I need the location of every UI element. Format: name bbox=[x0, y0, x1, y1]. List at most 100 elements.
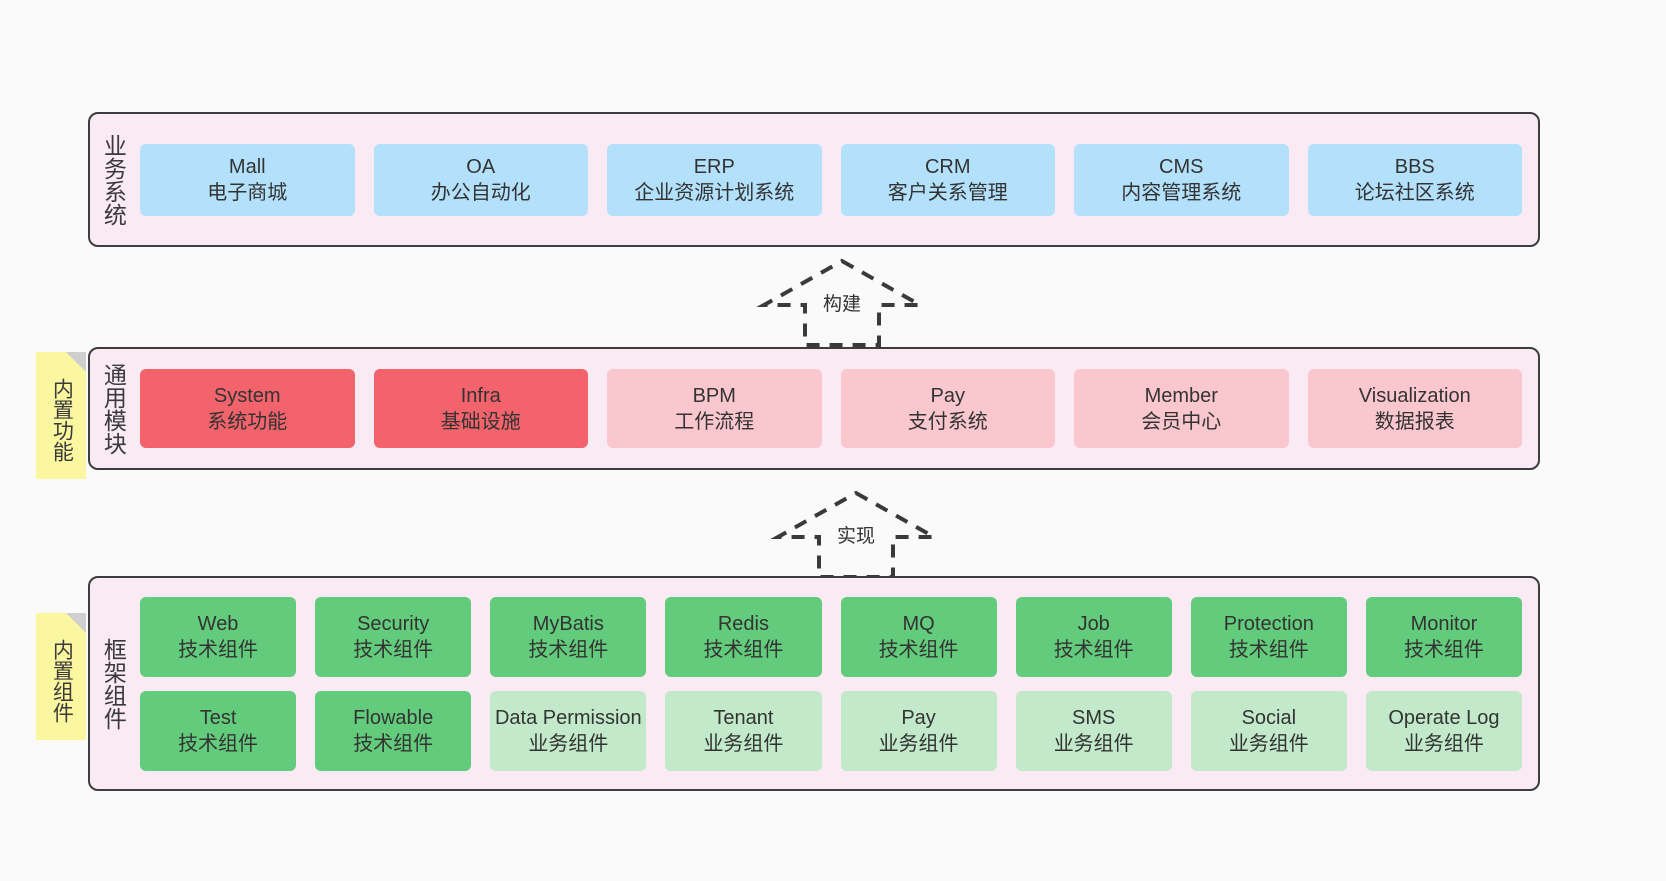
card-subtitle: 系统功能 bbox=[207, 410, 288, 433]
card-pay[interactable]: Pay 支付系统 bbox=[840, 369, 1055, 448]
card-data-permission[interactable]: Data Permission 业务组件 bbox=[490, 690, 647, 771]
card-subtitle: 业务组件 bbox=[1228, 732, 1309, 755]
card-subtitle: 技术组件 bbox=[703, 638, 784, 661]
card-row: Web 技术组件 Security 技术组件 MyBatis 技术组件 Redi… bbox=[140, 596, 1522, 677]
card-subtitle: 技术组件 bbox=[178, 732, 259, 755]
card-title: BPM bbox=[692, 384, 736, 407]
sticky-note-label: 内置组件 bbox=[50, 638, 74, 723]
card-social[interactable]: Social 业务组件 bbox=[1190, 690, 1347, 771]
sticky-note-label: 内置功能 bbox=[50, 377, 74, 462]
card-title: Data Permission bbox=[494, 706, 642, 729]
card-pay-business[interactable]: Pay 业务组件 bbox=[840, 690, 997, 771]
card-web[interactable]: Web 技术组件 bbox=[140, 596, 297, 677]
card-bpm[interactable]: BPM 工作流程 bbox=[607, 369, 822, 448]
card-title: Security bbox=[357, 612, 430, 635]
card-subtitle: 业务组件 bbox=[703, 732, 784, 755]
card-title: Protection bbox=[1223, 612, 1314, 635]
card-subtitle: 业务组件 bbox=[1403, 732, 1484, 755]
card-title: Infra bbox=[460, 384, 501, 407]
card-subtitle: 客户关系管理 bbox=[887, 181, 1008, 204]
card-subtitle: 企业资源计划系统 bbox=[634, 181, 795, 204]
card-subtitle: 支付系统 bbox=[907, 410, 988, 433]
connector-implement-arrow: 实现 bbox=[770, 489, 942, 581]
card-title: Test bbox=[199, 706, 237, 729]
card-subtitle: 技术组件 bbox=[1228, 638, 1309, 661]
card-bbs[interactable]: BBS 论坛社区系统 bbox=[1307, 143, 1522, 216]
card-title: Flowable bbox=[353, 706, 434, 729]
card-title: Visualization bbox=[1358, 384, 1471, 407]
card-row: Test 技术组件 Flowable 技术组件 Data Permission … bbox=[140, 690, 1522, 771]
card-tenant[interactable]: Tenant 业务组件 bbox=[665, 690, 822, 771]
card-title: Operate Log bbox=[1388, 706, 1500, 729]
layer-caption-business-systems: 业务系统 bbox=[100, 133, 127, 226]
card-security[interactable]: Security 技术组件 bbox=[315, 596, 472, 677]
card-mybatis[interactable]: MyBatis 技术组件 bbox=[490, 596, 647, 677]
card-subtitle: 技术组件 bbox=[353, 638, 434, 661]
connector-build-arrow: 构建 bbox=[756, 257, 928, 349]
card-title: Redis bbox=[717, 612, 769, 635]
card-title: Tenant bbox=[713, 706, 774, 729]
card-row: System 系统功能 Infra 基础设施 BPM 工作流程 Pay 支付系统… bbox=[140, 369, 1522, 448]
connector-label: 实现 bbox=[833, 521, 879, 548]
card-subtitle: 内容管理系统 bbox=[1121, 181, 1242, 204]
card-subtitle: 技术组件 bbox=[178, 638, 259, 661]
card-cms[interactable]: CMS 内容管理系统 bbox=[1074, 143, 1289, 216]
card-subtitle: 技术组件 bbox=[528, 638, 609, 661]
card-subtitle: 办公自动化 bbox=[430, 181, 531, 204]
card-subtitle: 业务组件 bbox=[878, 732, 959, 755]
card-subtitle: 论坛社区系统 bbox=[1354, 181, 1475, 204]
card-title: Job bbox=[1077, 612, 1110, 635]
card-redis[interactable]: Redis 技术组件 bbox=[665, 596, 822, 677]
card-title: Social bbox=[1241, 706, 1297, 729]
card-job[interactable]: Job 技术组件 bbox=[1015, 596, 1172, 677]
dashed-hollow-arrow-icon bbox=[756, 258, 928, 347]
card-crm[interactable]: CRM 客户关系管理 bbox=[840, 143, 1055, 216]
card-subtitle: 基础设施 bbox=[440, 410, 521, 433]
card-title: ERP bbox=[693, 155, 735, 178]
card-title: CMS bbox=[1159, 155, 1204, 178]
card-title: MQ bbox=[902, 612, 935, 635]
card-test[interactable]: Test 技术组件 bbox=[140, 690, 297, 771]
card-operate-log[interactable]: Operate Log 业务组件 bbox=[1365, 690, 1522, 771]
card-title: Web bbox=[197, 612, 239, 635]
layer-caption-common-modules: 通用模块 bbox=[100, 362, 127, 455]
card-system[interactable]: System 系统功能 bbox=[140, 369, 355, 448]
card-mall[interactable]: Mall 电子商城 bbox=[140, 143, 355, 216]
card-title: System bbox=[213, 384, 281, 407]
card-title: SMS bbox=[1072, 706, 1116, 729]
card-sms[interactable]: SMS 业务组件 bbox=[1015, 690, 1172, 771]
card-erp[interactable]: ERP 企业资源计划系统 bbox=[607, 143, 822, 216]
card-monitor[interactable]: Monitor 技术组件 bbox=[1365, 596, 1522, 677]
card-mq[interactable]: MQ 技术组件 bbox=[840, 596, 997, 677]
card-oa[interactable]: OA 办公自动化 bbox=[373, 143, 588, 216]
card-title: Pay bbox=[930, 384, 965, 407]
card-subtitle: 工作流程 bbox=[674, 410, 755, 433]
card-title: Member bbox=[1144, 384, 1218, 407]
card-subtitle: 数据报表 bbox=[1374, 410, 1455, 433]
sticky-note-builtin-components: 内置组件 bbox=[36, 613, 86, 740]
card-title: MyBatis bbox=[532, 612, 604, 635]
card-title: CRM bbox=[924, 155, 971, 178]
card-row: Mall 电子商城 OA 办公自动化 ERP 企业资源计划系统 CRM 客户关系… bbox=[140, 143, 1522, 216]
card-visualization[interactable]: Visualization 数据报表 bbox=[1307, 369, 1522, 448]
connector-label: 构建 bbox=[819, 289, 865, 316]
layer-body-business-systems: Mall 电子商城 OA 办公自动化 ERP 企业资源计划系统 CRM 客户关系… bbox=[136, 114, 1538, 245]
card-infra[interactable]: Infra 基础设施 bbox=[373, 369, 588, 448]
layer-body-framework-components: Web 技术组件 Security 技术组件 MyBatis 技术组件 Redi… bbox=[136, 578, 1538, 789]
card-flowable[interactable]: Flowable 技术组件 bbox=[315, 690, 472, 771]
card-subtitle: 技术组件 bbox=[1403, 638, 1484, 661]
card-title: Mall bbox=[228, 155, 266, 178]
card-title: OA bbox=[466, 155, 496, 178]
card-protection[interactable]: Protection 技术组件 bbox=[1190, 596, 1347, 677]
layer-body-common-modules: System 系统功能 Infra 基础设施 BPM 工作流程 Pay 支付系统… bbox=[136, 349, 1538, 468]
layer-framework-components: 框架组件 Web 技术组件 Security 技术组件 MyBatis 技术组件… bbox=[88, 576, 1540, 791]
card-subtitle: 业务组件 bbox=[528, 732, 609, 755]
card-member[interactable]: Member 会员中心 bbox=[1074, 369, 1289, 448]
card-title: BBS bbox=[1394, 155, 1435, 178]
card-title: Pay bbox=[901, 706, 936, 729]
card-subtitle: 技术组件 bbox=[1053, 638, 1134, 661]
card-subtitle: 技术组件 bbox=[353, 732, 434, 755]
card-subtitle: 会员中心 bbox=[1141, 410, 1222, 433]
layer-common-modules: 通用模块 System 系统功能 Infra 基础设施 BPM 工作流程 Pay… bbox=[88, 347, 1540, 470]
